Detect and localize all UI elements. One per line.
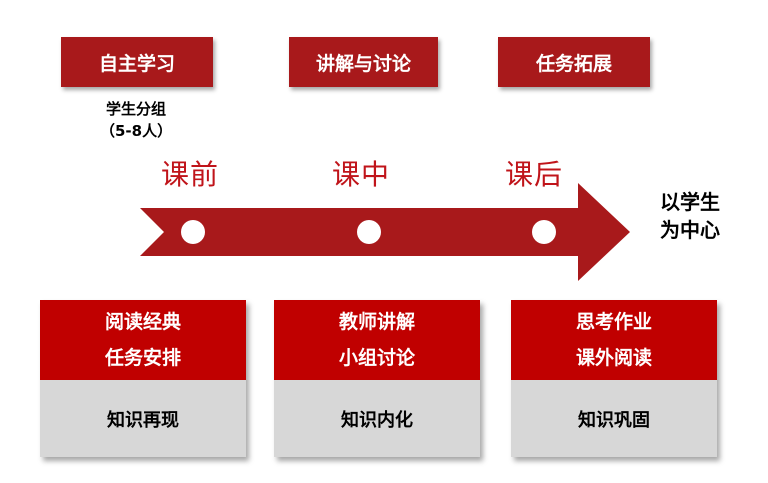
card-result: 知识巩固 [511,380,717,457]
card-header-line1: 阅读经典 [104,311,181,333]
card-header-line2: 小组讨论 [338,347,415,369]
card-in-class: 教师讲解 小组讨论 知识内化 [274,300,480,457]
top-task-extension: 任务拓展 [498,37,650,87]
card-header-line2: 课外阅读 [575,347,652,369]
center-line2: 为中心 [660,218,720,242]
card-header-line1: 教师讲解 [338,311,415,333]
group-note-line1: 学生分组 [106,100,167,118]
center-line1: 以学生 [660,190,720,214]
top-task-label: 自主学习 [98,52,175,75]
phase-in-class: 课中 [332,158,391,191]
card-result: 知识内化 [274,380,480,457]
top-task-label: 讲解与讨论 [315,52,411,75]
timeline-arrow-shape [140,183,630,281]
card-result: 知识再现 [40,380,246,457]
top-task-self-study: 自主学习 [61,37,213,87]
card-before-class: 阅读经典 任务安排 知识再现 [40,300,246,457]
group-note-line2: （5-8人） [100,122,173,140]
card-header: 思考作业 课外阅读 [511,300,717,380]
group-note: 学生分组 （5-8人） [100,98,172,142]
phase-before-class: 课前 [161,158,220,191]
card-after-class: 思考作业 课外阅读 知识巩固 [511,300,717,457]
timeline-dot-in [357,220,381,244]
student-centered-label: 以学生 为中心 [660,188,720,244]
card-header-line1: 思考作业 [575,311,652,333]
card-header: 阅读经典 任务安排 [40,300,246,380]
timeline-dot-after [532,220,556,244]
top-task-lecture-discussion: 讲解与讨论 [289,37,438,87]
phase-after-class: 课后 [505,158,564,191]
top-task-label: 任务拓展 [535,52,612,75]
timeline-dot-before [181,220,205,244]
card-header-line2: 任务安排 [104,347,181,369]
card-header: 教师讲解 小组讨论 [274,300,480,380]
